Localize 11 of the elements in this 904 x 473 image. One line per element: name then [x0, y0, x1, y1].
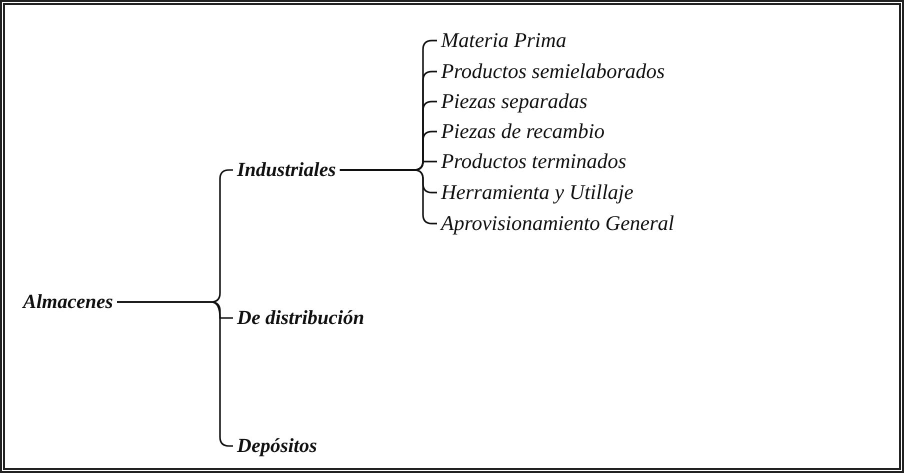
category-label: Depósitos: [237, 434, 317, 458]
category-label: Materia Prima: [441, 28, 566, 54]
category-label: Aprovisionamiento General: [441, 211, 674, 236]
category-label: Herramienta y Utillaje: [441, 180, 634, 206]
category-label: Productos semielaborados: [441, 59, 665, 84]
category-label: Productos terminados: [441, 149, 626, 174]
category-label: Piezas de recambio: [441, 119, 605, 144]
category-label: Almacenes: [23, 290, 113, 314]
category-label: Piezas separadas: [441, 89, 588, 114]
category-label: Industriales: [237, 158, 336, 182]
category-label: De distribución: [237, 306, 364, 330]
